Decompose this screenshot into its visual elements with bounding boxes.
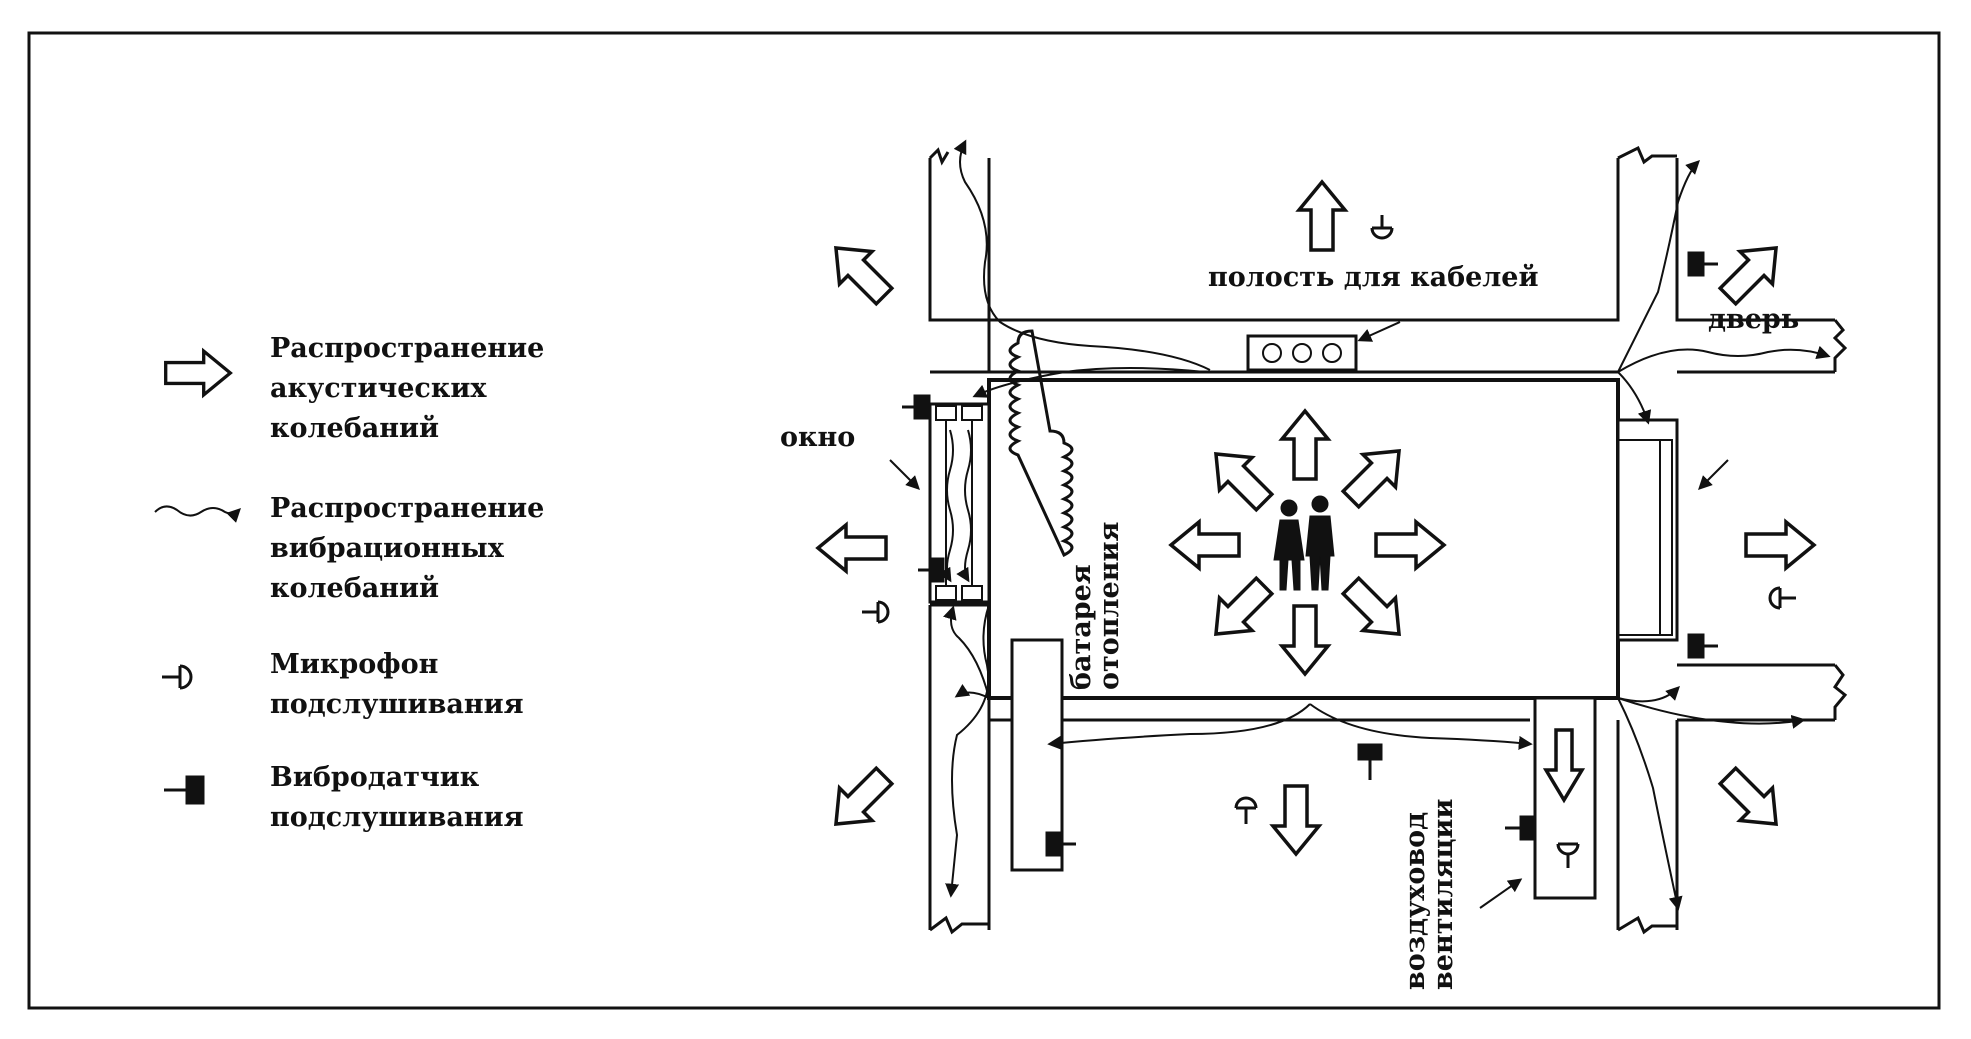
ventilation-label-line2: вентиляции: [1428, 799, 1459, 990]
ventilation-duct: [1533, 696, 1597, 900]
outer-frame: [27, 31, 1941, 1010]
door-label: дверь: [1708, 304, 1799, 335]
ventilation-label: воздуховод вентиляции: [1400, 799, 1459, 990]
vibrosensor-icon: [1045, 831, 1076, 857]
legend-vibrosensor-line2: подслушивания: [270, 802, 524, 833]
wall-outline: [928, 145, 1848, 935]
door: [1616, 418, 1679, 642]
legend-vibration-line1: Распространение: [270, 493, 544, 524]
radiator-label-line1: батарея: [1066, 564, 1097, 690]
microphone-icon: [1234, 796, 1258, 824]
cable-pointer: [1357, 321, 1401, 342]
vibrosensor-icon: [1357, 743, 1383, 780]
window: [928, 402, 991, 604]
door-pointer: [1698, 459, 1729, 490]
radiator-label: батарея отопления: [1066, 521, 1125, 690]
arrow-right-door: [1744, 520, 1816, 570]
vibrosensor-icon: [918, 557, 945, 583]
microphone-icon: [862, 600, 890, 624]
legend-microphone-line2: подслушивания: [270, 689, 524, 720]
legend-vibrosensor-line1: Вибродатчик: [270, 762, 480, 793]
legend: Распространение акустических колебаний Р…: [154, 333, 544, 833]
window-wall-edges: [930, 370, 989, 607]
window-label: окно: [780, 422, 855, 453]
microphone-icon: [1556, 842, 1580, 868]
people-icon: [1273, 495, 1335, 591]
vibration-wave-icon: [154, 505, 241, 523]
arrow-left-window: [816, 523, 888, 573]
arrow-down-floor: [1271, 784, 1321, 856]
microphone-icon: [1370, 215, 1394, 240]
acoustic-arrow-icon: [164, 349, 232, 397]
radiator-label-line2: отопления: [1094, 521, 1125, 690]
cable-cavity: [1246, 334, 1358, 372]
vibrosensor-icon: [1687, 633, 1718, 659]
arrow-upright-corner: [1709, 229, 1795, 315]
legend-vibration-line2: вибрационных: [270, 533, 505, 564]
ventilation-pointer: [1479, 878, 1523, 909]
legend-acoustic-line3: колебаний: [270, 413, 439, 444]
vibrosensor-icon: [164, 775, 205, 805]
vibrosensor-icon: [1687, 251, 1718, 277]
vibrosensor-icon: [1505, 815, 1537, 841]
window-pointer: [889, 459, 920, 490]
vibrosensor-icon: [902, 394, 931, 420]
arrow-downleft-corner: [817, 757, 903, 843]
arrow-upleft-corner: [817, 229, 903, 315]
arrow-up-cable: [1297, 180, 1347, 252]
legend-vibration-line3: колебаний: [270, 573, 439, 604]
legend-acoustic-line2: акустических: [270, 373, 487, 404]
cable-cavity-label: полость для кабелей: [1208, 262, 1539, 293]
legend-microphone-line1: Микрофон: [270, 649, 438, 680]
arrow-downright-corner: [1709, 757, 1795, 843]
legend-acoustic-line1: Распространение: [270, 333, 544, 364]
vibration-paths: [943, 139, 1831, 911]
ventilation-label-line1: воздуховод: [1400, 812, 1431, 990]
microphone-icon: [1768, 586, 1796, 610]
microphone-icon: [162, 664, 193, 690]
floor-plan: [816, 139, 1848, 935]
